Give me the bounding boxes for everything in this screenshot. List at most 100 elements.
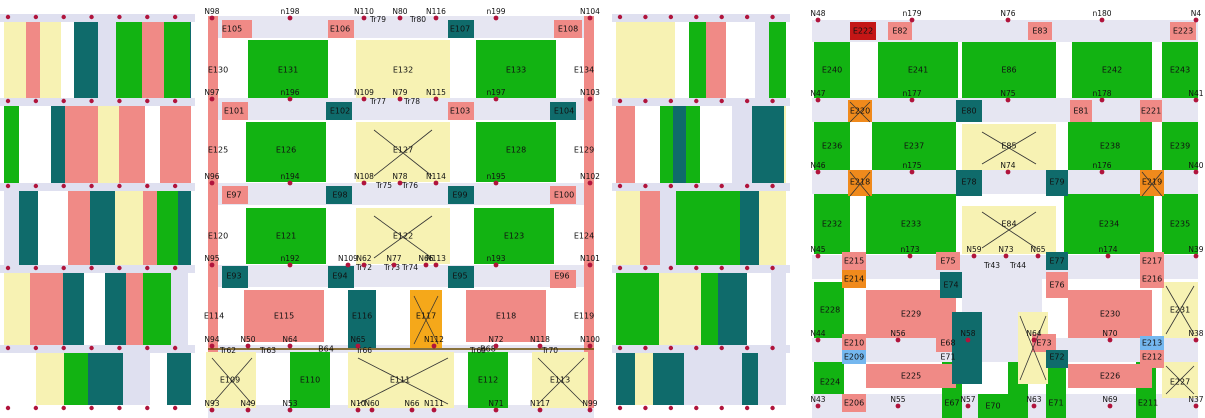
node-marker [1005, 17, 1011, 23]
node-marker [172, 405, 178, 411]
mesh-cell [115, 191, 143, 265]
mesh-cell [616, 22, 644, 98]
element-label: n179 [902, 9, 921, 18]
mesh-cell [90, 191, 115, 265]
element-label: Tr73 [383, 263, 400, 272]
node-marker [145, 14, 150, 20]
node-marker [815, 97, 821, 103]
element-label: E100 [554, 191, 574, 200]
element-label: N77 [386, 254, 401, 263]
mesh-cell [167, 353, 179, 405]
element-label: E121 [276, 232, 296, 241]
element-label: Tr78 [403, 97, 420, 106]
element-label: n178 [1092, 89, 1111, 98]
element-label: E132 [393, 66, 413, 75]
mesh-cell [107, 353, 123, 405]
mesh-cell [752, 106, 784, 183]
mesh-cell [740, 191, 759, 265]
element-label: n174 [1098, 245, 1117, 254]
node-marker [909, 17, 915, 23]
node-marker [117, 183, 122, 189]
node-marker [1099, 97, 1105, 103]
node-marker [694, 345, 699, 351]
element-label: E104 [554, 107, 574, 116]
element-label: N62 [356, 254, 371, 263]
node-marker [770, 345, 775, 351]
element-label: E123 [504, 232, 524, 241]
element-label: N59 [966, 245, 981, 254]
node-marker [493, 15, 499, 21]
node-marker [668, 405, 674, 411]
element-label: E98 [332, 191, 347, 200]
element-label: E80 [961, 107, 976, 116]
node-marker [287, 96, 293, 102]
element-label: Tr43 [983, 261, 1000, 270]
element-label: E75 [940, 257, 955, 266]
node-marker [5, 14, 11, 20]
node-marker [493, 180, 499, 186]
element-label: E86 [1001, 66, 1016, 75]
node-marker [668, 345, 674, 351]
element-label: Tr75 [375, 181, 392, 190]
element-label: E239 [1170, 142, 1190, 151]
element-label: N117 [530, 399, 550, 408]
element-label: E110 [300, 376, 320, 385]
node-marker [643, 405, 648, 411]
element-label: E81 [1073, 107, 1088, 116]
node-marker [1003, 253, 1009, 259]
mesh-cell [160, 106, 181, 183]
element-label: E238 [1100, 142, 1120, 151]
element-label: n175 [902, 161, 921, 170]
node-marker [770, 405, 775, 411]
element-label: E126 [276, 146, 296, 155]
mesh-cell [51, 191, 68, 265]
element-label: N48 [810, 9, 825, 18]
mesh-cell [732, 106, 752, 183]
node-marker [909, 169, 915, 175]
mesh-cell [742, 353, 758, 405]
element-label: N75 [1000, 89, 1015, 98]
beam-band [0, 265, 195, 273]
mesh-cell [157, 191, 178, 265]
mesh-cell [116, 22, 142, 98]
element-label: N56 [890, 329, 905, 338]
element-label: E229 [901, 310, 921, 319]
mesh-cell [687, 273, 701, 345]
element-label: E127 [393, 146, 413, 155]
node-marker [355, 407, 361, 413]
element-label: N53 [282, 399, 297, 408]
node-marker [5, 98, 11, 104]
node-marker [493, 407, 499, 413]
element-label: E210 [844, 339, 864, 348]
node-marker [617, 405, 623, 411]
node-marker [61, 405, 66, 411]
element-label: N74 [1000, 161, 1015, 170]
node-marker [1005, 169, 1011, 175]
element-label: N76 [1000, 9, 1015, 18]
node-marker [433, 180, 439, 186]
teal-elements [940, 100, 1068, 384]
element-label: N38 [1188, 329, 1203, 338]
mesh-cell [68, 191, 90, 265]
mesh-cell [659, 273, 687, 345]
element-label: Tr44 [1009, 261, 1026, 270]
node-marker [172, 345, 178, 351]
mesh-cell [758, 353, 780, 405]
node-marker [33, 98, 39, 104]
mesh-cell [780, 353, 786, 405]
element-label: N39 [1188, 245, 1203, 254]
element-label: E129 [574, 146, 594, 155]
mesh-cell [171, 273, 188, 345]
element-label: E224 [820, 378, 840, 387]
element-label: N109 [338, 254, 358, 263]
node-marker [694, 405, 699, 411]
element-label: N71 [488, 399, 503, 408]
node-marker [431, 407, 437, 413]
element-label: E93 [226, 272, 241, 281]
node-marker [815, 403, 821, 409]
column-strips [208, 16, 594, 408]
element-label: n177 [902, 89, 921, 98]
mesh-cell [714, 353, 742, 405]
